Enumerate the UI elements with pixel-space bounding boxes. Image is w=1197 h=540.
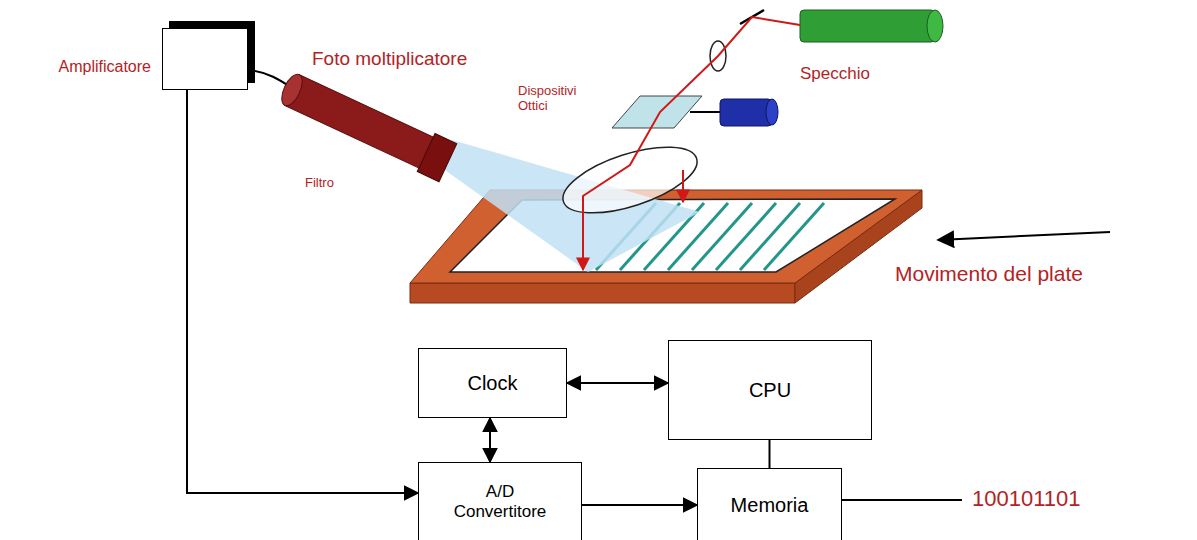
laser-beam-2 (682, 170, 684, 202)
clock-box: Clock (418, 348, 567, 418)
laser-source (800, 10, 935, 42)
node-label: Memoria (731, 494, 809, 517)
photomultiplier-tube (276, 68, 457, 182)
part-name: Filtro (305, 176, 334, 191)
connector (769, 440, 771, 468)
optical-device (612, 96, 702, 128)
cpu-box: CPU (668, 340, 872, 440)
part-name: Dispositivi Ottici (518, 84, 588, 114)
motor-shaft (690, 111, 722, 113)
connector (567, 382, 668, 384)
node-label: CPU (749, 379, 791, 402)
part-name: Foto moltiplicatore (312, 48, 467, 70)
connector (187, 90, 418, 493)
binary-output: 100101101 (972, 486, 1081, 511)
focusing-lens (555, 134, 704, 227)
connector (582, 504, 697, 506)
caption-note: Movimento del plate (895, 262, 1083, 286)
motor-cap (766, 99, 778, 125)
plate-front (410, 283, 795, 303)
node-label: Amplificatore (59, 58, 151, 76)
motor (720, 99, 772, 126)
laser-cap (927, 10, 943, 42)
node-label: Clock (467, 372, 517, 395)
memory-box: Memoria (697, 468, 842, 540)
node-label: A/D Convertitore (445, 482, 555, 521)
output-line (842, 499, 962, 501)
amplifier-box: Amplificatore (162, 28, 248, 90)
converter-box: A/D Convertitore (418, 462, 582, 540)
connector (489, 418, 491, 462)
part-name: Specchio (800, 64, 870, 84)
movement-arrow (938, 232, 1110, 240)
laser-beam (583, 17, 800, 270)
